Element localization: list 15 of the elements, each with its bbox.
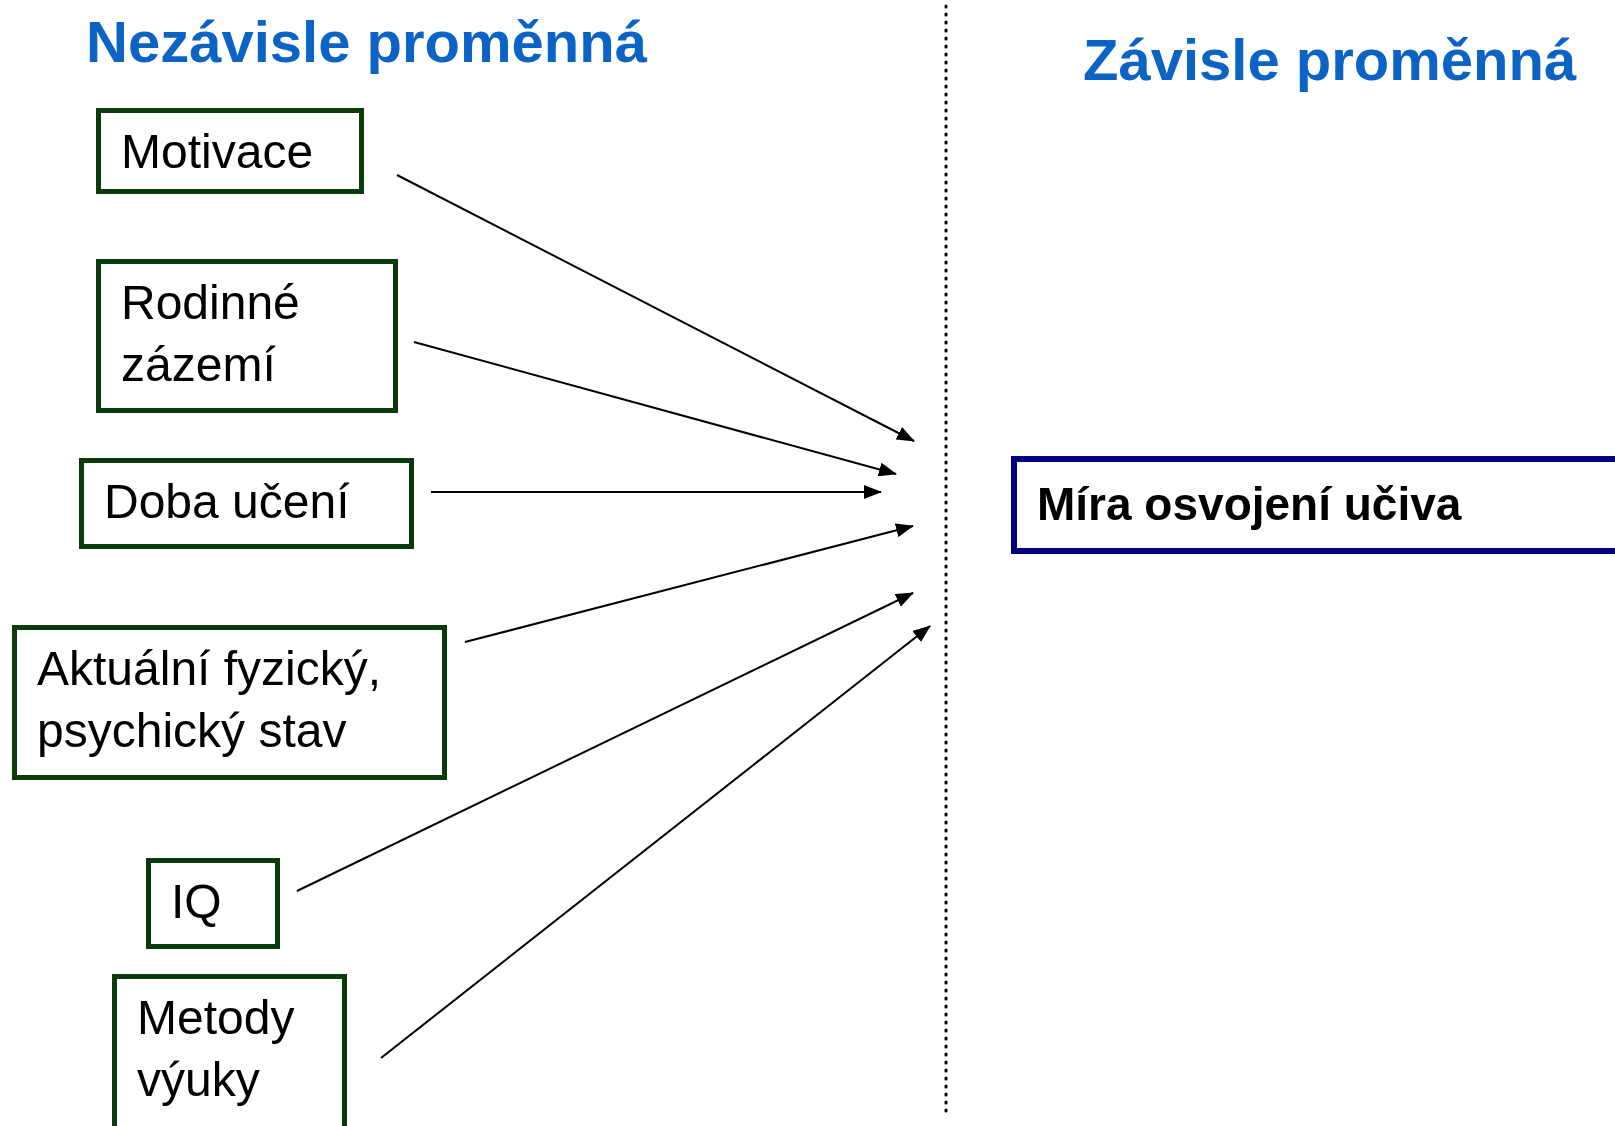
factor-box: Aktuální fyzický, psychický stav bbox=[12, 625, 447, 780]
column-heading: Nezávisle proměnná bbox=[86, 8, 647, 76]
arrow bbox=[413, 341, 897, 477]
arrow bbox=[396, 174, 915, 442]
factor-box: Rodinné zázemí bbox=[96, 259, 398, 413]
outcome-box: Míra osvojení učiva bbox=[1011, 456, 1615, 554]
factor-box: IQ bbox=[146, 858, 280, 949]
arrow bbox=[464, 523, 914, 643]
arrow bbox=[380, 625, 931, 1059]
factor-box: Motivace bbox=[96, 108, 364, 194]
arrow bbox=[296, 592, 914, 892]
arrow bbox=[430, 485, 882, 499]
factor-box: Metody výuky bbox=[112, 974, 347, 1126]
factor-box: Doba učení bbox=[79, 458, 414, 549]
column-heading: Závisle proměnná bbox=[1083, 26, 1577, 94]
